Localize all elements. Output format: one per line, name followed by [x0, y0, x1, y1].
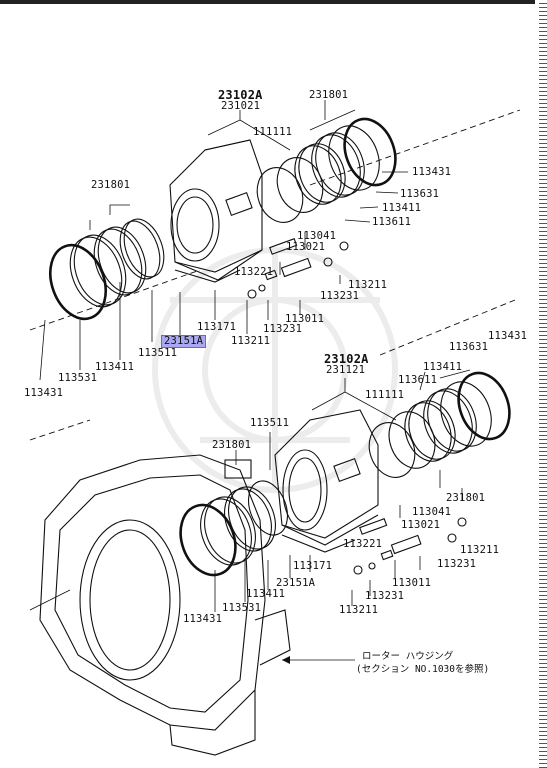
label-top-group-a: 23102A — [218, 88, 263, 102]
bottom-leaders — [29, 369, 471, 664]
label-bot-113511: 113511 — [250, 417, 290, 429]
label-top-113431-l: 113431 — [24, 387, 64, 399]
label-bot-113431: 113431 — [488, 330, 528, 342]
label-top-113021: 113021 — [286, 241, 326, 253]
bottom-left-rings — [179, 480, 288, 577]
label-top-113411-l: 113411 — [95, 361, 135, 373]
label-top-113531: 113531 — [58, 372, 98, 384]
label-bot-113021: 113021 — [401, 519, 441, 531]
label-bot-111111: 111111 — [365, 389, 405, 401]
label-bot-231801-r: 231801 — [446, 492, 486, 504]
label-bot-113631: 113631 — [449, 341, 489, 353]
top-left-rings — [49, 218, 165, 321]
label-bot-113231: 113231 — [437, 558, 477, 570]
label-top-231801-l: 231801 — [91, 179, 131, 191]
bottom-assembly — [29, 299, 516, 756]
label-bot-113171: 113171 — [293, 560, 333, 572]
label-top-231801-r: 231801 — [309, 89, 349, 101]
label-bot-113411-l: 113411 — [246, 588, 286, 600]
watermark — [152, 247, 398, 493]
label-bot-113411: 113411 — [423, 361, 463, 373]
label-bot-113221: 113221 — [343, 538, 383, 550]
label-top-113231-b: 113231 — [263, 323, 303, 335]
label-top-23151A-highlighted[interactable]: 23151A — [160, 335, 207, 348]
reference-note-line1: ローター ハウジング — [362, 651, 454, 662]
bottom-rotor-body — [274, 409, 379, 546]
label-top-113431-r: 113431 — [412, 166, 452, 178]
label-bot-23151A: 23151A — [276, 577, 316, 589]
top-small-parts — [174, 238, 349, 299]
label-bot-113611: 113611 — [398, 374, 438, 386]
label-top-113411-r: 113411 — [382, 202, 422, 214]
top-border — [0, 0, 535, 4]
label-bot-231801-l: 231801 — [212, 439, 252, 451]
label-bot-113211-r: 113211 — [460, 544, 500, 556]
label-bot-113011: 113011 — [392, 577, 432, 589]
label-bot-group-b: 231121 — [326, 364, 366, 376]
top-rotor-body — [169, 139, 263, 281]
label-top-113611: 113611 — [372, 216, 412, 228]
top-leaders — [39, 100, 408, 381]
label-top-113511: 113511 — [138, 347, 178, 359]
label-bot-113211-b: 113211 — [339, 604, 379, 616]
label-bot-113231-b: 113231 — [365, 590, 405, 602]
label-top-113041: 113041 — [297, 230, 337, 242]
label-top-111111: 111111 — [253, 126, 293, 138]
top-assembly — [29, 100, 521, 381]
bottom-small-parts — [281, 517, 467, 575]
label-bot-113531: 113531 — [222, 602, 262, 614]
label-bot-group-a: 23102A — [324, 352, 369, 366]
label-top-113231: 113231 — [320, 290, 360, 302]
label-top-113211-b: 113211 — [231, 335, 271, 347]
label-top-group-b: 231021 — [221, 100, 261, 112]
label-top-113211-r: 113211 — [348, 279, 388, 291]
bottom-right-rings — [368, 371, 511, 478]
label-top-113171: 113171 — [197, 321, 237, 333]
label-top-113011: 113011 — [285, 313, 325, 325]
top-right-rings — [256, 117, 397, 223]
reference-note-line2: (セクション NO.1030を参照) — [356, 664, 490, 675]
label-bot-113431-l: 113431 — [183, 613, 223, 625]
label-top-113221: 113221 — [234, 266, 274, 278]
label-top-113631: 113631 — [400, 188, 440, 200]
label-bot-113041: 113041 — [412, 506, 452, 518]
right-torn-edge — [539, 0, 547, 768]
rotor-housing-outline — [39, 454, 291, 756]
